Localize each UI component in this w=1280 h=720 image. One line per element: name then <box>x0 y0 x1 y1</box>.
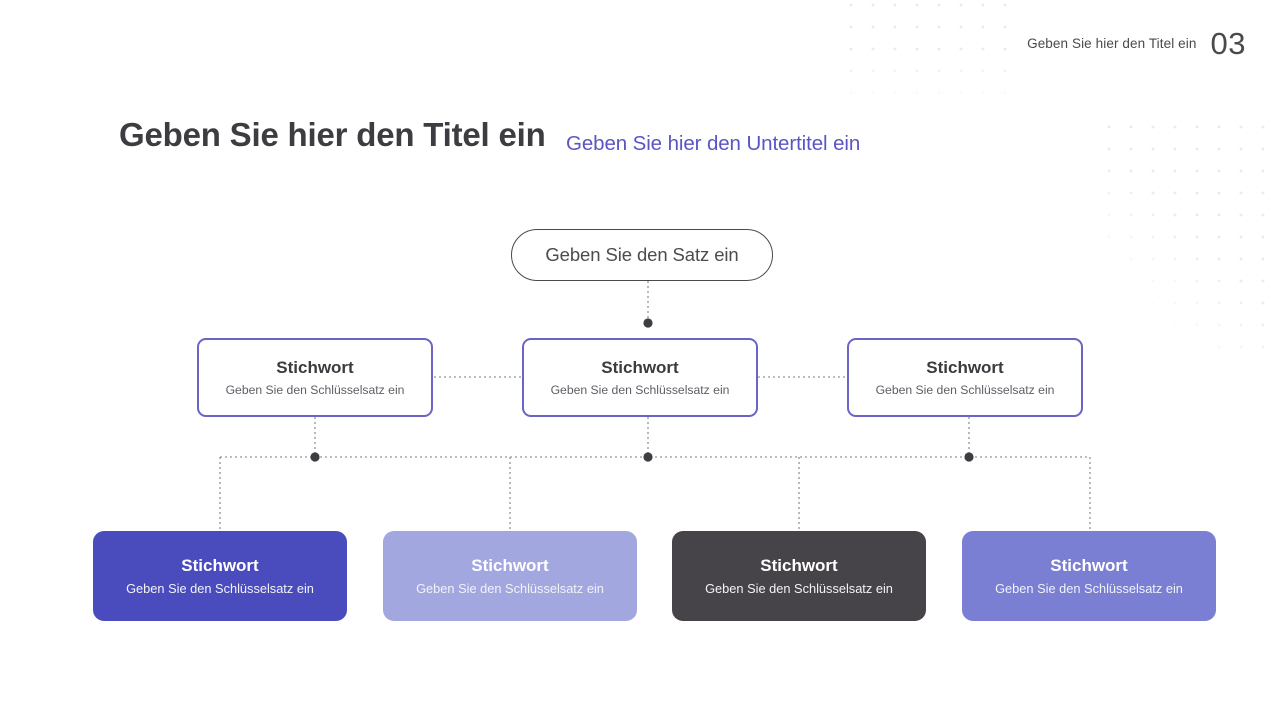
bottom-node-4-keyword: Stichwort <box>1050 556 1128 575</box>
page-subtitle: Geben Sie hier den Untertitel ein <box>566 132 861 155</box>
mid-node-2[interactable]: Stichwort Geben Sie den Schlüsselsatz ei… <box>522 338 758 417</box>
header-title-label: Geben Sie hier den Titel ein <box>1027 36 1197 51</box>
bottom-node-4[interactable]: Stichwort Geben Sie den Schlüsselsatz ei… <box>962 531 1216 621</box>
mid-node-2-keyword: Stichwort <box>601 358 679 377</box>
junction-dot-1 <box>310 452 320 462</box>
junction-dot-2 <box>643 452 653 462</box>
junction-dot-root <box>643 318 653 328</box>
root-node[interactable]: Geben Sie den Satz ein <box>511 229 773 281</box>
bottom-node-1[interactable]: Stichwort Geben Sie den Schlüsselsatz ei… <box>93 531 347 621</box>
page-title: Geben Sie hier den Titel ein <box>119 116 546 153</box>
mid-node-1-sentence: Geben Sie den Schlüsselsatz ein <box>225 383 405 397</box>
mid-node-1-keyword: Stichwort <box>276 358 354 377</box>
root-node-label: Geben Sie den Satz ein <box>545 244 739 265</box>
bottom-node-2-keyword: Stichwort <box>471 556 549 575</box>
bottom-node-3-sentence: Geben Sie den Schlüsselsatz ein <box>705 581 893 596</box>
mid-node-3-keyword: Stichwort <box>926 358 1004 377</box>
mid-node-3[interactable]: Stichwort Geben Sie den Schlüsselsatz ei… <box>847 338 1083 417</box>
bottom-node-4-sentence: Geben Sie den Schlüsselsatz ein <box>995 581 1183 596</box>
slide-header: Geben Sie hier den Titel ein 03 <box>1027 28 1246 59</box>
bottom-node-3[interactable]: Stichwort Geben Sie den Schlüsselsatz ei… <box>672 531 926 621</box>
mid-node-1[interactable]: Stichwort Geben Sie den Schlüsselsatz ei… <box>197 338 433 417</box>
bottom-node-1-sentence: Geben Sie den Schlüsselsatz ein <box>126 581 314 596</box>
bottom-node-2-sentence: Geben Sie den Schlüsselsatz ein <box>416 581 604 596</box>
slide-number: 03 <box>1210 26 1246 61</box>
junction-dot-3 <box>964 452 974 462</box>
mid-node-2-sentence: Geben Sie den Schlüsselsatz ein <box>550 383 730 397</box>
bottom-node-2[interactable]: Stichwort Geben Sie den Schlüsselsatz ei… <box>383 531 637 621</box>
bottom-node-3-keyword: Stichwort <box>760 556 838 575</box>
mid-node-3-sentence: Geben Sie den Schlüsselsatz ein <box>875 383 1055 397</box>
bottom-node-1-keyword: Stichwort <box>181 556 259 575</box>
